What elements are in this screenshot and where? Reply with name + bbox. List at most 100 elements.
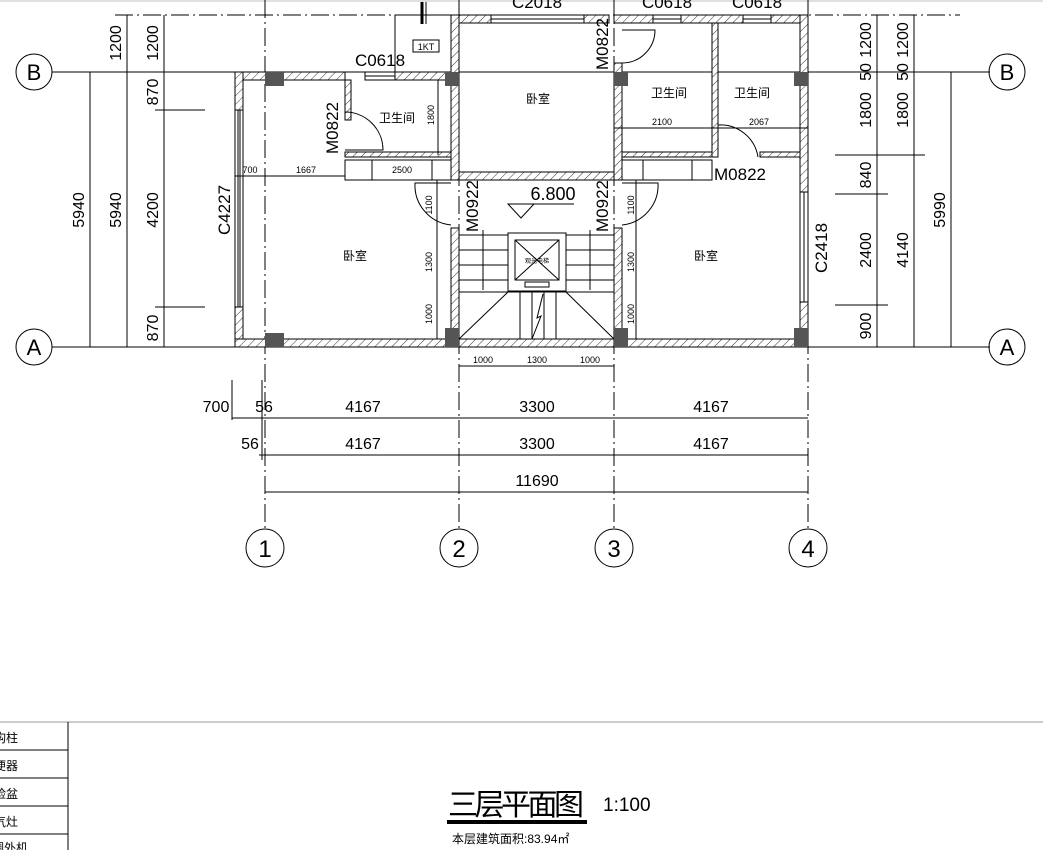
svg-text:1100: 1100 <box>626 195 636 214</box>
svg-text:5940: 5940 <box>108 192 125 228</box>
svg-text:3300: 3300 <box>519 399 555 416</box>
svg-text:870: 870 <box>145 79 162 106</box>
svg-text:1000: 1000 <box>580 355 600 365</box>
svg-text:1000: 1000 <box>473 355 493 365</box>
svg-text:50: 50 <box>858 63 875 81</box>
drawing-scale: 1:100 <box>603 795 651 816</box>
right-dimensions: 1200 50 1800 840 2400 900 1200 50 1800 4… <box>835 15 952 347</box>
svg-text:C0618: C0618 <box>355 51 405 70</box>
svg-text:M0822: M0822 <box>714 165 766 184</box>
svg-text:56: 56 <box>255 399 273 416</box>
svg-text:4140: 4140 <box>895 232 912 268</box>
svg-text:1300: 1300 <box>527 355 547 365</box>
svg-text:2400: 2400 <box>858 232 875 268</box>
svg-text:1: 1 <box>258 536 271 563</box>
axis-bubble-4: 4 <box>788 528 828 568</box>
svg-text:C2418: C2418 <box>812 223 831 273</box>
svg-text:1800: 1800 <box>895 92 912 128</box>
svg-text:脸盆: 脸盆 <box>0 787 18 801</box>
svg-text:A: A <box>27 335 42 360</box>
svg-text:4167: 4167 <box>693 436 729 453</box>
svg-text:1000: 1000 <box>424 304 434 324</box>
svg-text:1667: 1667 <box>296 165 316 175</box>
svg-text:M0922: M0922 <box>463 180 482 232</box>
svg-text:3300: 3300 <box>519 436 555 453</box>
svg-text:1800: 1800 <box>426 105 436 125</box>
svg-text:4: 4 <box>801 536 814 563</box>
cabinets: 1KT <box>344 39 713 181</box>
top-border <box>0 0 1043 2</box>
svg-text:56: 56 <box>241 436 259 453</box>
svg-text:M0822: M0822 <box>323 102 342 154</box>
floor-area-note: 本层建筑面积:83.94㎡ <box>452 831 569 846</box>
svg-text:调外机: 调外机 <box>0 841 28 850</box>
svg-text:卧室: 卧室 <box>343 248 367 263</box>
svg-text:1100: 1100 <box>424 195 434 214</box>
svg-text:A: A <box>1000 335 1015 360</box>
opening-labels: C2018 C0618 C0618 C0618 M0822 C4227 C241… <box>215 0 831 273</box>
axis-bubble-A-left: A <box>15 328 53 366</box>
svg-text:C2018: C2018 <box>512 0 562 12</box>
svg-text:900: 900 <box>858 313 875 340</box>
svg-text:C0618: C0618 <box>732 0 782 12</box>
axis-bubble-3: 3 <box>594 528 634 568</box>
svg-text:4200: 4200 <box>145 192 162 228</box>
svg-text:4167: 4167 <box>693 399 729 416</box>
ac-box-label: 1KT <box>418 42 435 52</box>
svg-text:870: 870 <box>145 315 162 342</box>
left-dimensions: 5940 1200 5940 1200 870 4200 870 <box>71 15 205 347</box>
svg-text:1200: 1200 <box>108 25 125 61</box>
svg-text:4167: 4167 <box>345 436 381 453</box>
svg-text:C0618: C0618 <box>642 0 692 12</box>
svg-text:卫生间: 卫生间 <box>734 86 770 100</box>
level-marker: 6.800 <box>506 184 576 219</box>
svg-text:50: 50 <box>895 63 912 81</box>
svg-text:B: B <box>27 60 42 85</box>
bottom-dimensions: 700 56 4167 3300 4167 56 4167 3300 4167 … <box>203 380 808 493</box>
svg-text:2: 2 <box>452 536 465 563</box>
svg-text:700: 700 <box>242 165 257 175</box>
staircase: 观光电梯 <box>458 230 615 340</box>
svg-text:卫生间: 卫生间 <box>651 86 687 100</box>
svg-text:4167: 4167 <box>345 399 381 416</box>
svg-text:便器: 便器 <box>0 759 18 773</box>
svg-text:1300: 1300 <box>626 252 636 272</box>
drawing-title: 三层平面图 <box>448 789 584 822</box>
svg-text:卧室: 卧室 <box>694 248 718 263</box>
windows <box>234 2 809 308</box>
svg-text:5990: 5990 <box>932 192 949 228</box>
inner-dimensions: 700 1667 2500 1800 2100 2067 1100 1300 1… <box>235 80 808 367</box>
axis-bubble-1: 1 <box>245 528 285 568</box>
legend-table: 构柱 便器 脸盆 气灶 调外机 <box>0 721 1043 850</box>
structural-columns <box>265 72 808 347</box>
axis-bubble-B-right: B <box>988 53 1026 91</box>
svg-text:M0922: M0922 <box>593 180 612 232</box>
svg-text:1800: 1800 <box>858 92 875 128</box>
room-labels: 卧室 卧室 卧室 卫生间 卫生间 卫生间 <box>343 86 770 263</box>
drawing-title-block: 三层平面图 1:100 本层建筑面积:83.94㎡ <box>447 789 651 846</box>
axis-bubble-A-right: A <box>988 328 1026 366</box>
svg-text:840: 840 <box>858 162 875 189</box>
svg-text:M0822: M0822 <box>593 18 612 70</box>
svg-text:1200: 1200 <box>858 22 875 58</box>
svg-text:2500: 2500 <box>392 165 412 175</box>
svg-text:气灶: 气灶 <box>0 814 18 829</box>
svg-text:11690: 11690 <box>515 473 558 490</box>
svg-text:构柱: 构柱 <box>0 730 18 745</box>
svg-text:1300: 1300 <box>424 252 434 272</box>
axis-bubble-B-left: B <box>15 53 53 91</box>
svg-text:700: 700 <box>203 399 230 416</box>
svg-text:B: B <box>1000 60 1015 85</box>
svg-text:C4227: C4227 <box>215 185 234 235</box>
axis-bubble-2: 2 <box>439 528 479 568</box>
svg-text:2100: 2100 <box>652 117 672 127</box>
svg-text:6.800: 6.800 <box>530 184 575 204</box>
svg-text:卫生间: 卫生间 <box>379 111 415 125</box>
svg-text:1000: 1000 <box>626 304 636 324</box>
elevator-label: 观光电梯 <box>525 257 549 265</box>
svg-text:卧室: 卧室 <box>526 91 550 106</box>
svg-text:3: 3 <box>607 536 620 563</box>
svg-text:1200: 1200 <box>145 25 162 61</box>
svg-text:1200: 1200 <box>895 22 912 58</box>
